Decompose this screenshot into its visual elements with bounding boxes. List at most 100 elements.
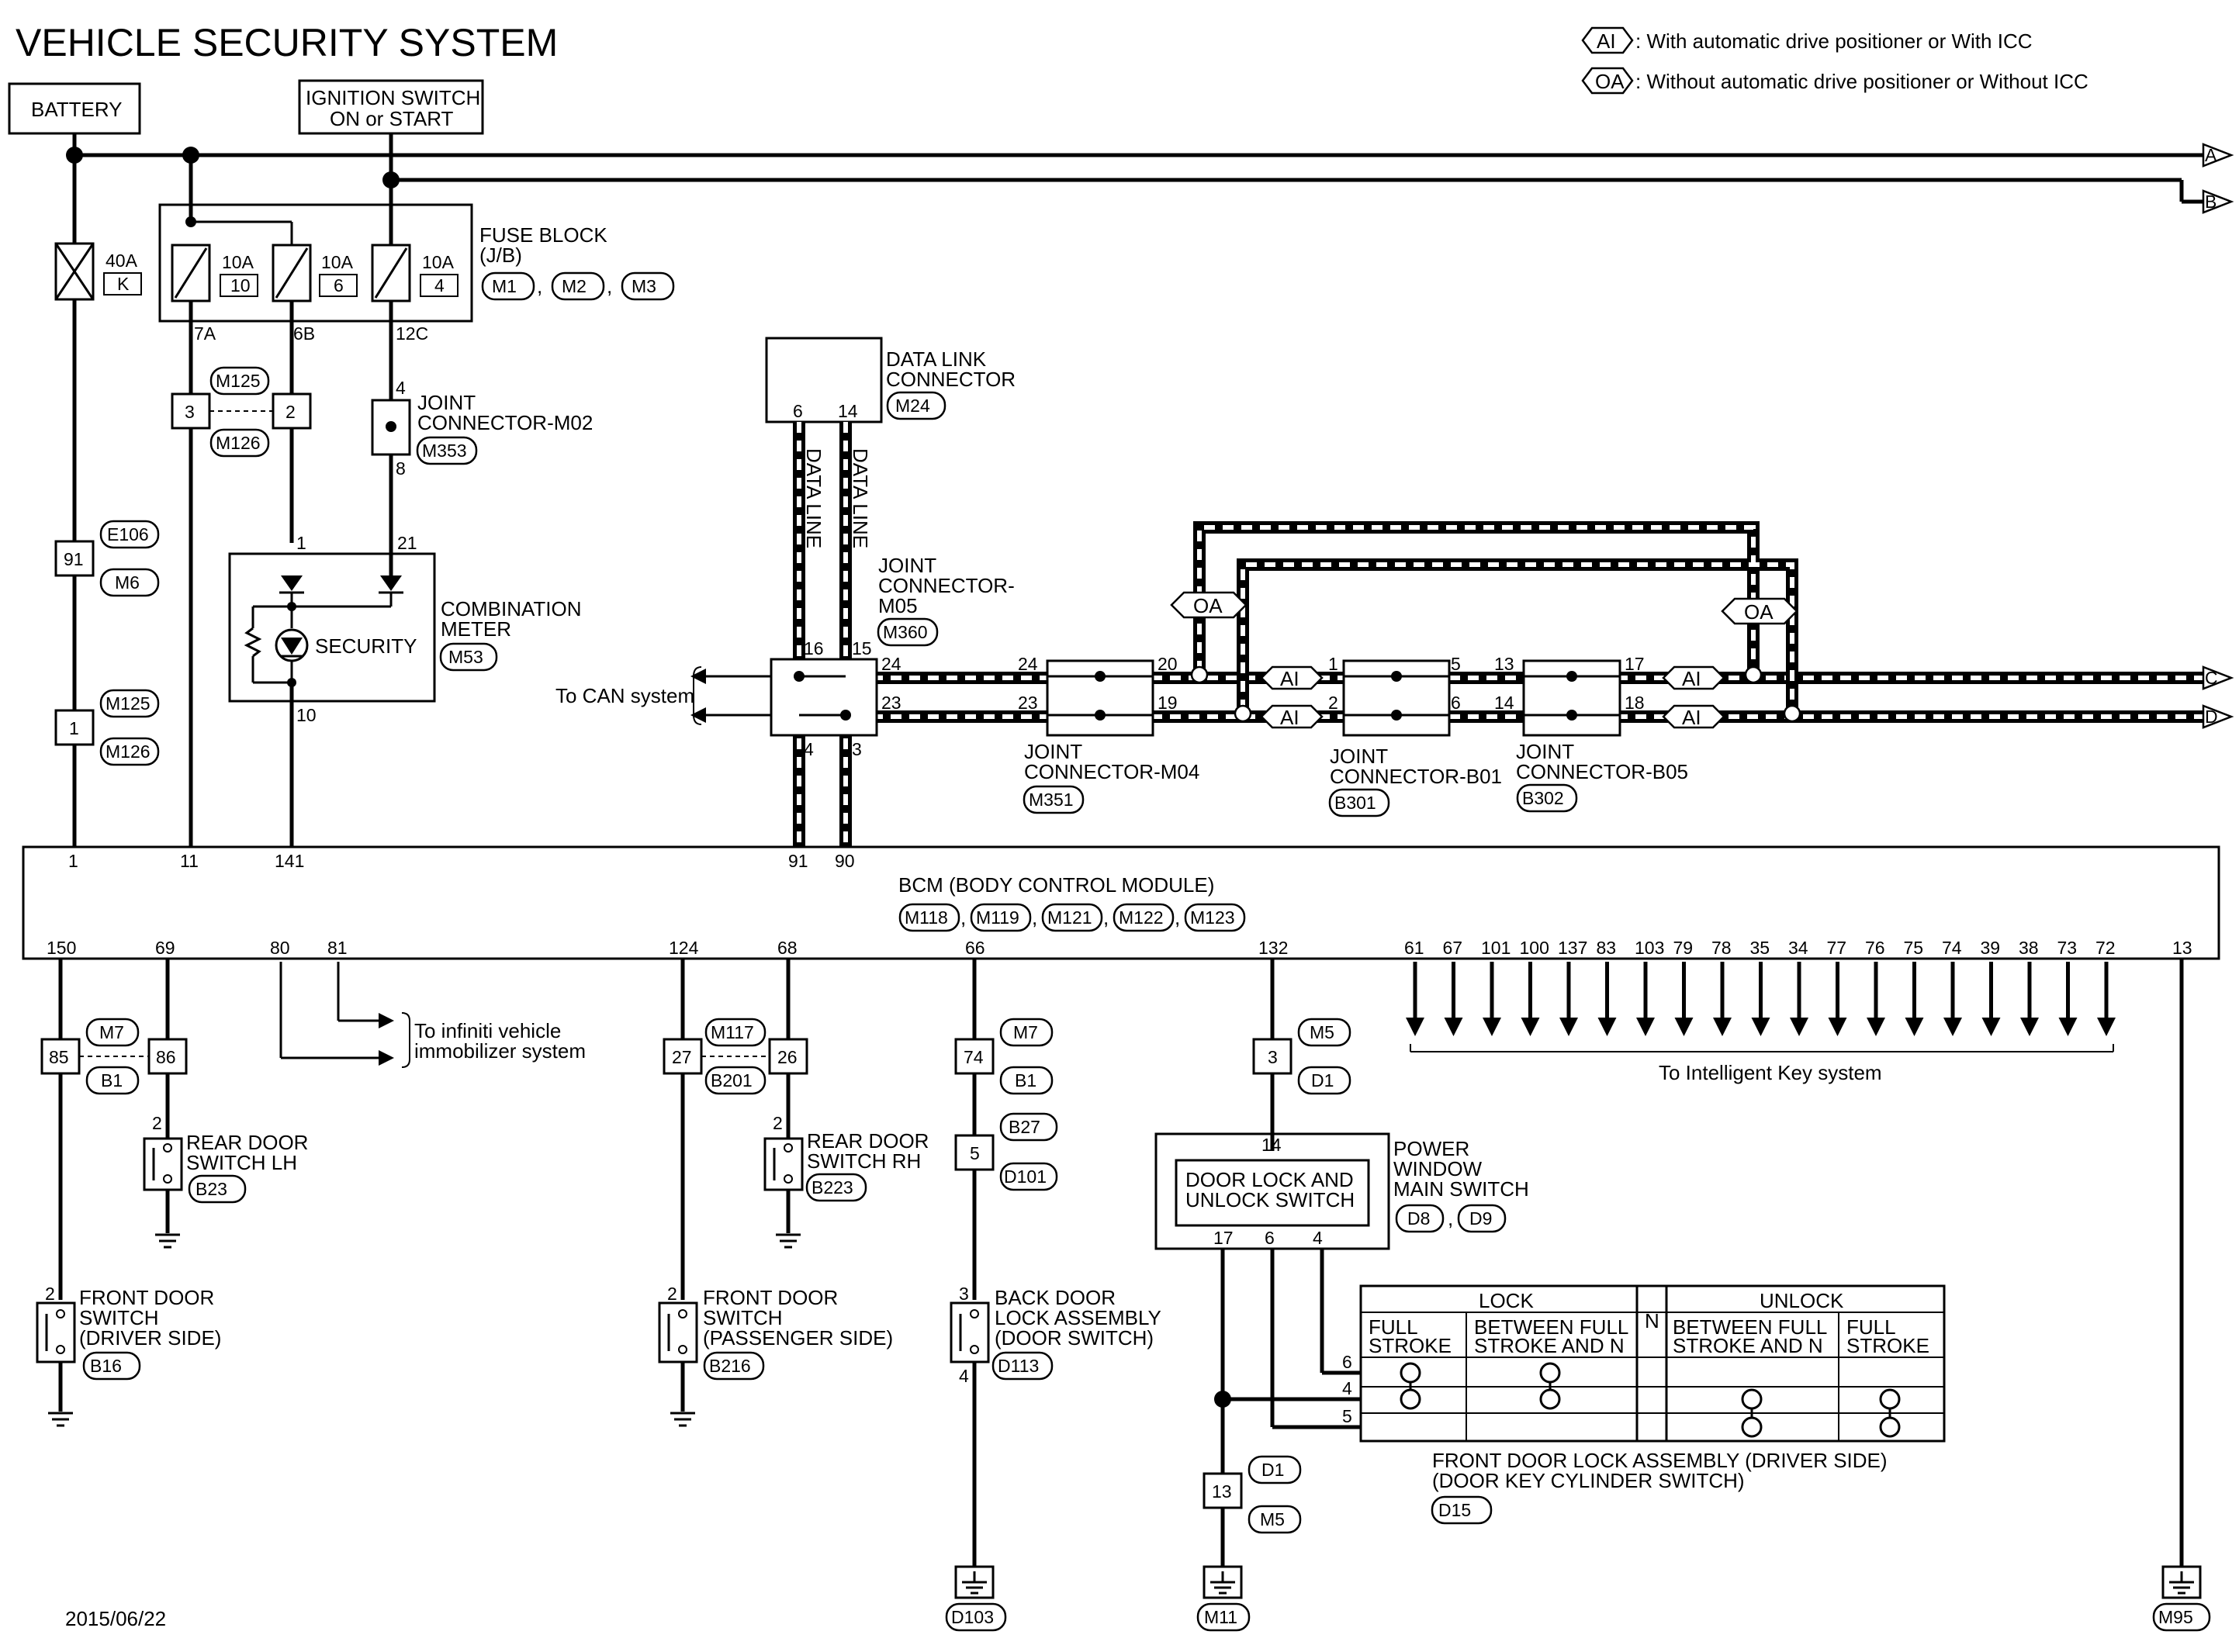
- svg-text:132: 132: [1258, 938, 1288, 958]
- svg-text:IGNITION SWITCH: IGNITION SWITCH: [306, 86, 480, 109]
- ikey-pin-label: 137: [1558, 938, 1587, 958]
- ikey-pin-label: 75: [1904, 938, 1924, 958]
- svg-text:,: ,: [1175, 906, 1180, 929]
- svg-text:B1: B1: [1015, 1070, 1036, 1090]
- svg-text:REAR DOOR: REAR DOOR: [807, 1129, 929, 1153]
- svg-text:69: 69: [155, 938, 175, 958]
- svg-text:5: 5: [970, 1143, 980, 1163]
- svg-text:4: 4: [804, 739, 814, 759]
- ikey-arrow: [2020, 1018, 2039, 1036]
- svg-text:A: A: [2205, 145, 2217, 165]
- svg-text:14: 14: [1261, 1135, 1282, 1155]
- svg-text:OA: OA: [1744, 600, 1774, 624]
- ikey-pin-label: 83: [1597, 938, 1617, 958]
- svg-text:FULL: FULL: [1369, 1315, 1418, 1339]
- oa-tag-right: OA: [1721, 597, 1798, 625]
- joint-connector-m02: 4 8 JOINT CONNECTOR-M02 M353: [371, 378, 593, 479]
- svg-text:UNLOCK: UNLOCK: [1760, 1289, 1844, 1312]
- fuse-block: 10A 10 7A 10A 6 6B 10A 4 12C FUSE BLOCK …: [158, 155, 675, 344]
- svg-text:CONNECTOR-M04: CONNECTOR-M04: [1024, 760, 1199, 783]
- svg-text:D101: D101: [1004, 1166, 1047, 1187]
- svg-text:STROKE: STROKE: [1369, 1334, 1452, 1357]
- svg-text:68: 68: [777, 938, 798, 958]
- svg-text:B301: B301: [1334, 793, 1376, 813]
- svg-text:M118: M118: [905, 907, 948, 928]
- svg-text:: With automatic drive positio: : With automatic drive positioner or Wit…: [1635, 29, 2033, 53]
- svg-text:,: ,: [607, 275, 612, 298]
- svg-text:D8: D8: [1407, 1208, 1430, 1229]
- page-title: VEHICLE SECURITY SYSTEM: [16, 21, 558, 64]
- svg-text:To infiniti vehicle: To infiniti vehicle: [414, 1019, 561, 1042]
- ikey-pin-label: 100: [1520, 938, 1549, 958]
- svg-text:D9: D9: [1469, 1208, 1492, 1229]
- svg-text:DOOR LOCK AND: DOOR LOCK AND: [1185, 1168, 1354, 1191]
- svg-text:immobilizer system: immobilizer system: [414, 1039, 586, 1063]
- svg-text:8: 8: [396, 458, 406, 479]
- svg-text:4: 4: [434, 275, 445, 295]
- svg-text:DATA LINE: DATA LINE: [802, 448, 825, 548]
- joint-connector-b05: 13 14 17 18 JOINT CONNECTOR-B05 B302: [1494, 654, 1688, 813]
- svg-text:B223: B223: [812, 1177, 853, 1198]
- svg-text:6: 6: [334, 275, 344, 295]
- svg-text:OA: OA: [1193, 594, 1223, 617]
- svg-text:LOCK ASSEMBLY: LOCK ASSEMBLY: [995, 1306, 1161, 1329]
- svg-text:FRONT DOOR: FRONT DOOR: [703, 1286, 838, 1309]
- intelligent-key-label: To Intelligent Key system: [1659, 1061, 1882, 1084]
- svg-text:DATA LINK: DATA LINK: [886, 347, 987, 371]
- svg-text:12C: 12C: [396, 323, 428, 344]
- date-stamp: 2015/06/22: [65, 1607, 166, 1630]
- svg-text:FRONT DOOR LOCK ASSEMBLY (DRIV: FRONT DOOR LOCK ASSEMBLY (DRIVER SIDE): [1432, 1449, 1888, 1472]
- svg-text:To CAN system: To CAN system: [555, 684, 694, 707]
- joint-connector-m04: 24 23 20 19 JOINT CONNECTOR-M04 M351: [1018, 654, 1199, 814]
- offpage-arrow-c: C: [2202, 665, 2234, 690]
- svg-text:CONNECTOR-M02: CONNECTOR-M02: [417, 411, 593, 434]
- svg-text:SWITCH LH: SWITCH LH: [186, 1151, 297, 1174]
- svg-text:AI: AI: [1682, 706, 1701, 729]
- svg-text:13: 13: [1212, 1481, 1232, 1502]
- svg-text:D1: D1: [1311, 1070, 1334, 1090]
- svg-text:M7: M7: [99, 1022, 124, 1042]
- ikey-arrow: [1790, 1018, 1808, 1036]
- ikey-arrow: [1905, 1018, 1924, 1036]
- ikey-arrow: [1406, 1018, 1424, 1036]
- svg-text:UNLOCK SWITCH: UNLOCK SWITCH: [1185, 1188, 1355, 1211]
- joint-connector-b01: 1 2 5 6 JOINT CONNECTOR-B01 B301: [1328, 654, 1502, 817]
- svg-text:13: 13: [1494, 654, 1514, 674]
- offpage-arrow-a: A: [2202, 143, 2234, 168]
- svg-text:M95: M95: [2158, 1607, 2193, 1627]
- svg-text:ON or START: ON or START: [330, 107, 454, 130]
- svg-text:B302: B302: [1522, 788, 1564, 808]
- data-link-connector: 6 14 DATA LINK CONNECTOR M24: [765, 337, 1016, 423]
- svg-text:91: 91: [64, 549, 84, 569]
- connector-m5-d1-top: 3 M5 D1: [1252, 1018, 1351, 1095]
- svg-text:2: 2: [773, 1113, 783, 1133]
- svg-text:5: 5: [1451, 654, 1461, 674]
- svg-text:D103: D103: [951, 1607, 994, 1627]
- svg-text:CONNECTOR-B01: CONNECTOR-B01: [1330, 765, 1502, 788]
- svg-text:M3: M3: [632, 276, 656, 296]
- svg-text:,: ,: [1448, 1207, 1453, 1230]
- ikey-pin-label: 72: [2095, 938, 2116, 958]
- svg-text:FRONT DOOR: FRONT DOOR: [79, 1286, 214, 1309]
- svg-text:COMBINATION: COMBINATION: [441, 597, 582, 620]
- svg-text:16: 16: [804, 638, 824, 658]
- svg-text:20: 20: [1158, 654, 1178, 674]
- svg-text:2: 2: [667, 1284, 677, 1304]
- svg-text:FULL: FULL: [1846, 1315, 1896, 1339]
- svg-text:LOCK: LOCK: [1479, 1289, 1534, 1312]
- ikey-pin-label: 67: [1443, 938, 1463, 958]
- ikey-arrow: [1636, 1018, 1655, 1036]
- svg-text:JOINT: JOINT: [1330, 745, 1388, 768]
- svg-text:C: C: [2205, 668, 2218, 688]
- svg-text:M123: M123: [1190, 907, 1235, 928]
- svg-text:27: 27: [672, 1047, 692, 1067]
- svg-text:M125: M125: [216, 371, 261, 391]
- ikey-pin-label: 39: [1981, 938, 2001, 958]
- svg-text:4: 4: [1313, 1228, 1323, 1248]
- svg-text:17: 17: [1625, 654, 1645, 674]
- svg-text:5: 5: [1342, 1406, 1352, 1426]
- svg-text:BATTERY: BATTERY: [31, 98, 123, 121]
- svg-text:M351: M351: [1029, 790, 1074, 810]
- svg-text:(DRIVER SIDE): (DRIVER SIDE): [79, 1326, 221, 1350]
